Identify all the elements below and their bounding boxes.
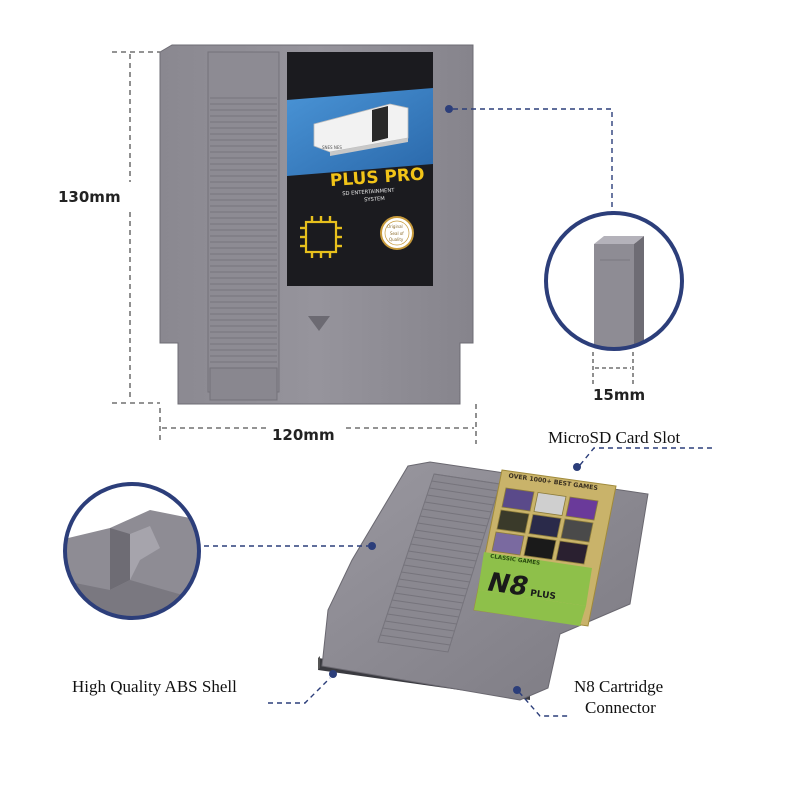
height-label: 130mm xyxy=(58,188,121,206)
rib-line xyxy=(394,592,464,604)
svg-text:Original: Original xyxy=(387,224,403,229)
connector-label-line1: N8 Cartridge xyxy=(574,677,663,696)
shell-callout xyxy=(204,542,376,550)
rib-line xyxy=(405,557,475,569)
back-logo-suffix: PLUS xyxy=(529,589,556,602)
front-cartridge: SNES NES PLUS PRO SD ENTERTAINMENT SYSTE… xyxy=(159,44,474,405)
game-screenshots xyxy=(491,487,599,565)
rib-line xyxy=(422,508,490,520)
game-tile xyxy=(565,496,599,521)
game-tile xyxy=(496,509,530,534)
back-label: OVER 1000+ BEST GAMES CLASSIC GAMES N8 P… xyxy=(473,469,617,627)
shell-label-callout xyxy=(268,670,337,704)
rib-line xyxy=(429,487,496,499)
shell-zoom-circle xyxy=(63,482,201,620)
game-tile xyxy=(528,514,562,538)
edge-zoom-circle xyxy=(544,211,684,351)
rib-line xyxy=(415,529,483,541)
rib-line xyxy=(401,571,470,583)
game-tile xyxy=(523,536,557,560)
game-tile xyxy=(555,540,589,565)
label-subtitle-1: SD ENTERTAINMENT xyxy=(342,188,395,198)
rib-line xyxy=(389,606,459,618)
svg-text:SNES NES: SNES NES xyxy=(322,145,342,150)
rib-line xyxy=(387,613,457,625)
rib-line xyxy=(384,620,455,632)
rib-line xyxy=(410,543,479,555)
console-icon: SNES NES xyxy=(313,103,409,156)
shell-label: High Quality ABS Shell xyxy=(72,677,237,696)
depth-label: 15mm xyxy=(593,386,645,404)
height-dimension xyxy=(112,51,160,404)
rib-line xyxy=(431,480,498,492)
rib-line xyxy=(424,501,492,513)
triangle-down-icon xyxy=(308,316,330,331)
back-logo: N8 xyxy=(486,567,530,602)
svg-text:Seal of: Seal of xyxy=(390,231,404,236)
game-tile xyxy=(491,531,525,556)
front-label: SNES NES PLUS PRO SD ENTERTAINMENT SYSTE… xyxy=(287,52,433,286)
rib-line xyxy=(412,536,481,548)
rib-line xyxy=(417,522,485,534)
microsd-callout xyxy=(573,447,716,471)
rib-line xyxy=(419,515,488,527)
rib-line xyxy=(426,494,494,506)
game-tile xyxy=(501,487,535,512)
connector-label-line2: Connector xyxy=(585,698,656,717)
rib-line xyxy=(408,550,477,562)
rib-line xyxy=(382,627,453,639)
svg-text:Quality: Quality xyxy=(389,237,404,242)
front-grip-ribs xyxy=(210,97,277,363)
depth-callout xyxy=(445,105,613,212)
rib-line xyxy=(403,564,472,576)
chip-icon xyxy=(300,216,342,258)
width-dimension xyxy=(159,404,477,444)
game-tile xyxy=(560,518,594,543)
game-tile xyxy=(533,492,567,516)
rib-line xyxy=(396,585,466,597)
seal-icon: Original Seal of Quality xyxy=(380,216,414,250)
width-label: 120mm xyxy=(272,426,335,444)
label-subtitle-2: SYSTEM xyxy=(364,196,385,203)
depth-dimension xyxy=(592,352,634,386)
rib-line xyxy=(391,599,462,611)
rib-line xyxy=(433,473,501,485)
back-grip-ribs xyxy=(380,473,501,646)
rib-line xyxy=(398,578,468,590)
microsd-label: MicroSD Card Slot xyxy=(548,428,681,447)
rib-line xyxy=(380,634,451,646)
connector-callout xyxy=(513,686,570,717)
back-cartridge: OVER 1000+ BEST GAMES CLASSIC GAMES N8 P… xyxy=(318,461,649,701)
